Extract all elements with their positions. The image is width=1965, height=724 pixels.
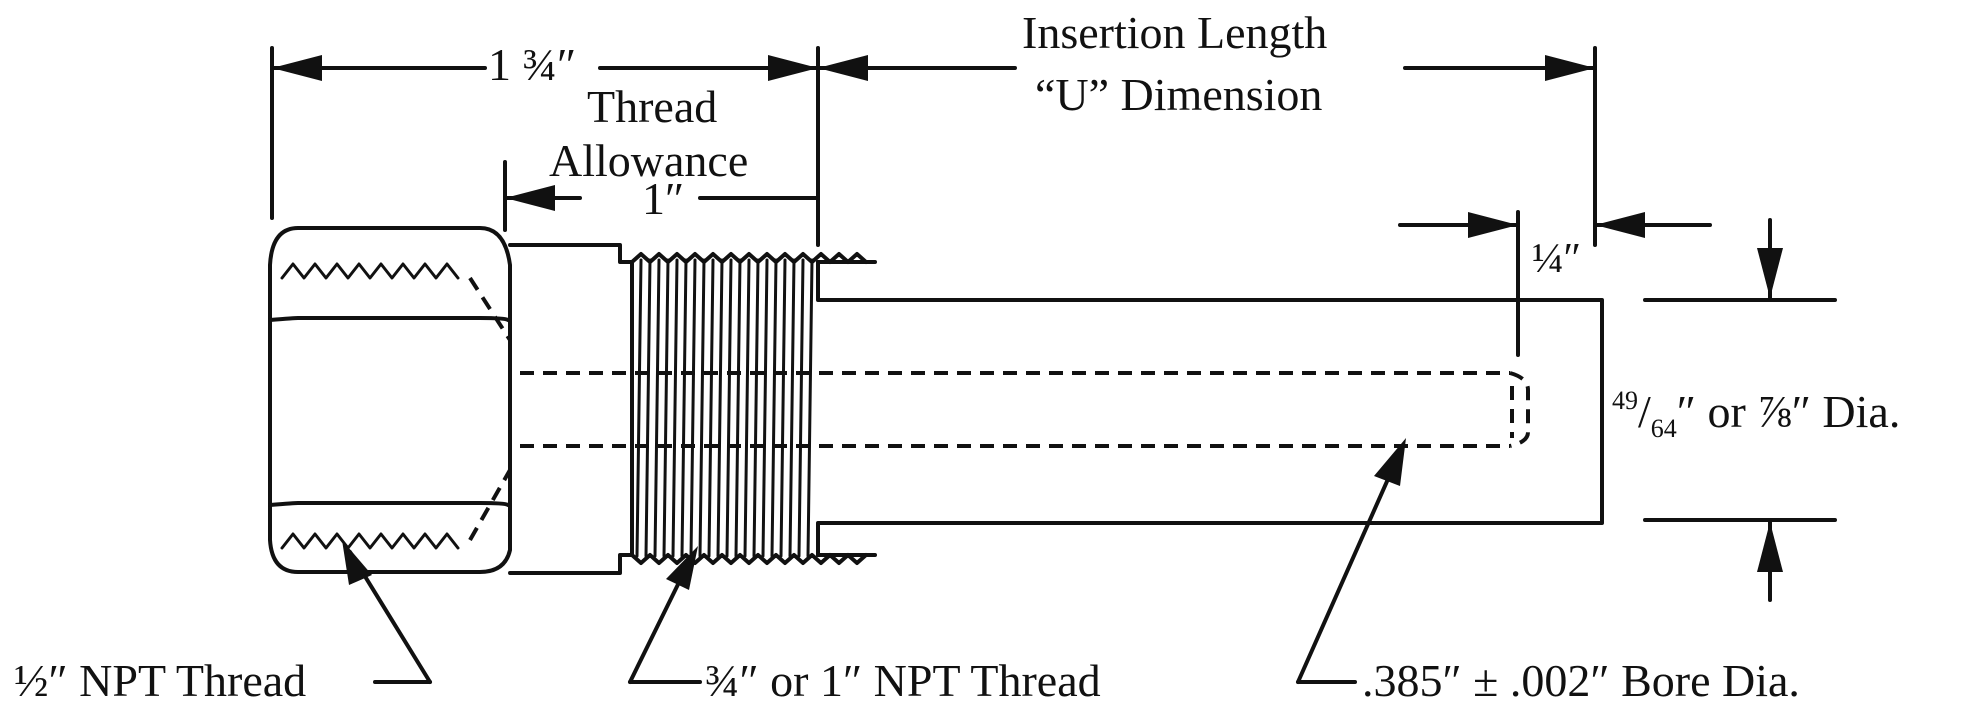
tip-offset-label: ¼″: [1532, 236, 1581, 282]
u-dimension-label: “U” Dimension: [1035, 69, 1323, 120]
hex-nut: [268, 226, 512, 574]
neck: [508, 243, 634, 575]
thread-allowance-value: 1″: [642, 173, 685, 224]
dim-1-3-4: [270, 46, 820, 220]
leader-three-quarter-npt: [628, 546, 702, 684]
bore: [520, 371, 1530, 448]
bore-label: .385″ ± .002″ Bore Dia.: [1362, 655, 1800, 706]
dim-thread-allowance: [503, 160, 820, 232]
dim-insertion-length: [816, 46, 1597, 247]
insertion-length-label: Insertion Length: [1022, 7, 1328, 58]
three-quarter-npt-label: ¾″ or 1″ NPT Thread: [705, 655, 1101, 706]
dim-tip-offset: [1398, 210, 1712, 357]
outer-dia-numerator: 49: [1612, 386, 1638, 415]
dim-outer-diameter: [1643, 218, 1837, 602]
outer-dia-rest: ″ or ⅞″ Dia.: [1676, 386, 1901, 437]
stem: [816, 260, 1604, 557]
allowance-label: Allowance: [549, 135, 749, 186]
outer-diameter-label: 49/64″ or ⅞″ Dia.: [1612, 386, 1901, 443]
leader-bore: [1296, 438, 1406, 684]
npt-thread-body: [630, 252, 877, 565]
leader-half-npt: [342, 540, 432, 684]
half-npt-label: ½″ NPT Thread: [14, 655, 307, 706]
outer-dia-denominator: 64: [1650, 414, 1677, 443]
dim-1-3-4-label: 1 ¾″: [488, 39, 577, 90]
thread-label: Thread: [587, 81, 718, 132]
